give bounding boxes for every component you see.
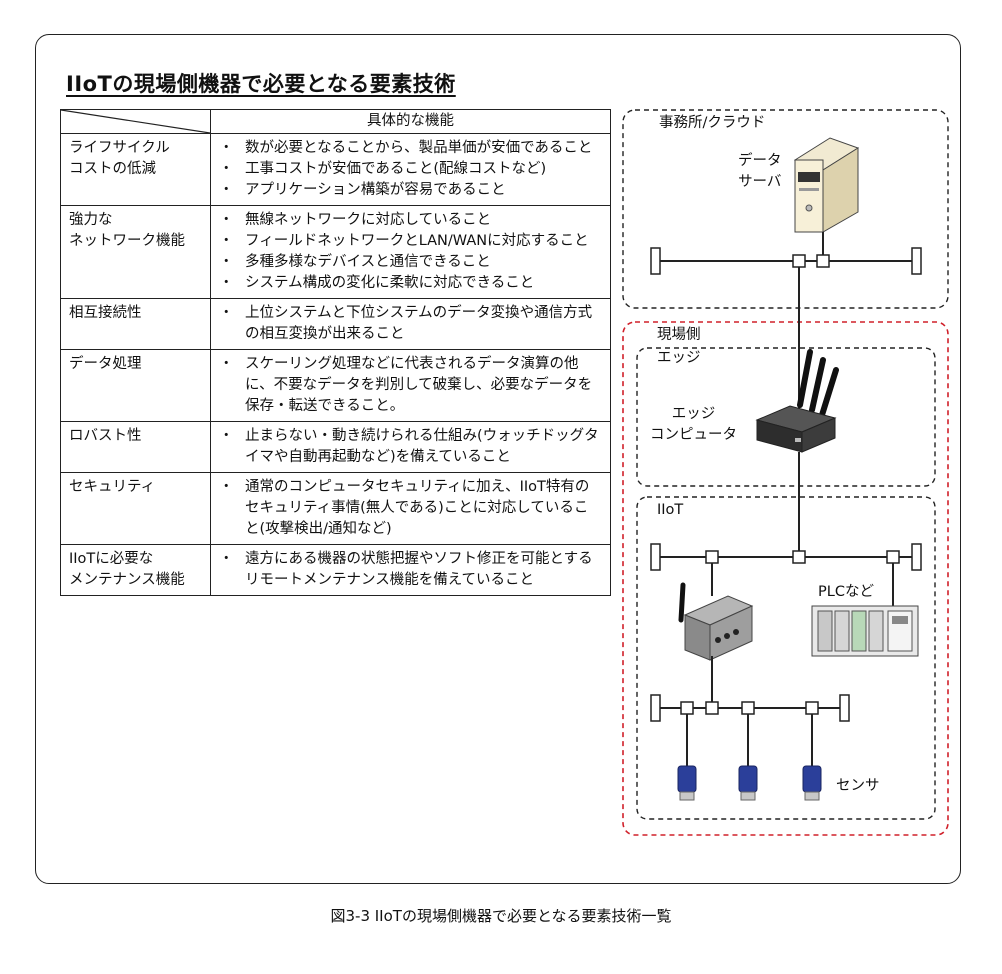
feature-item: 上位システムと下位システムのデータ変換や通信方式の相互変換が出来ること [219,303,600,345]
category-label: IIoTに必要な [69,551,154,567]
feature-cell: 上位システムと下位システムのデータ変換や通信方式の相互変換が出来ること [210,298,611,350]
category-label: ネットワーク機能 [69,233,185,249]
feature-cell: 数が必要となることから、製品単価が安価であること工事コストが安価であること(配線… [210,133,611,206]
category-cell: データ処理 [60,349,211,422]
sensor-icon [738,765,758,801]
header-blank-cell [60,109,211,134]
feature-cell: 無線ネットワークに対応していることフィールドネットワークとLAN/WANに対応す… [210,205,611,299]
category-label: コストの低減 [69,161,156,177]
feature-cell: 遠方にある機器の状態把握やソフト修正を可能とするリモートメンテナンス機能を備えて… [210,544,611,596]
feature-item: 止まらない・動き続けられる仕組み(ウォッチドッグタイマや自動再起動など)を備えて… [219,426,600,468]
edge-computer-label: エッジ コンピュータ [650,406,737,443]
feature-list: スケーリング処理などに代表されるデータ演算の他に、不要なデータを判別して破棄し、… [211,350,610,421]
field-label: 現場側 [657,327,701,343]
sensor-icon [802,765,822,801]
category-label: ライフサイクル [69,140,170,156]
iiot-gateway-icon [678,582,754,661]
feature-cell: 通常のコンピュータセキュリティに加え、IIoT特有のセキュリティ事情(無人である… [210,472,611,545]
category-label: セキュリティ [69,479,156,495]
category-label: 強力な [69,212,113,228]
iiot-zone [636,496,936,820]
feature-list: 上位システムと下位システムのデータ変換や通信方式の相互変換が出来ること [211,299,610,349]
iiot-label: IIoT [657,502,684,518]
sensor-icon [677,765,697,801]
diagonal-line [61,110,210,133]
category-label: データ処理 [69,356,142,372]
table-row: 強力なネットワーク機能無線ネットワークに対応していることフィールドネットワークと… [60,205,611,299]
feature-cell: スケーリング処理などに代表されるデータ演算の他に、不要なデータを判別して破棄し、… [210,349,611,422]
sensor-label: センサ [836,778,880,794]
edge-zone [636,347,936,487]
feature-list: 無線ネットワークに対応していることフィールドネットワークとLAN/WANに対応す… [211,206,610,298]
edge-computer-icon [755,349,839,453]
feature-item: フィールドネットワークとLAN/WANに対応すること [219,231,600,252]
figure-caption: 図3-3 IIoTの現場側機器で必要となる要素技術一覧 [330,907,672,925]
feature-item: 数が必要となることから、製品単価が安価であること [219,138,600,159]
category-cell: ライフサイクルコストの低減 [60,133,211,206]
feature-item: 工事コストが安価であること(配線コストなど) [219,159,600,180]
field-zone [622,321,949,836]
feature-item: システム構成の変化に柔軟に対応できること [219,273,600,294]
table-row: IIoTに必要なメンテナンス機能遠方にある機器の状態把握やソフト修正を可能とする… [60,544,611,596]
server-label: データ サーバ [738,153,782,190]
feature-item: 無線ネットワークに対応していること [219,210,600,231]
category-cell: 強力なネットワーク機能 [60,205,211,299]
table-row: 相互接続性 上位システムと下位システムのデータ変換や通信方式の相互変換が出来ること [60,298,611,350]
feature-item: スケーリング処理などに代表されるデータ演算の他に、不要なデータを判別して破棄し、… [219,354,600,417]
office-zone [622,109,949,309]
feature-item: 遠方にある機器の状態把握やソフト修正を可能とするリモートメンテナンス機能を備えて… [219,549,600,591]
table-row: ロバスト性 止まらない・動き続けられる仕組み(ウォッチドッグタイマや自動再起動など… [60,421,611,473]
header-label: 具体的な機能 [210,109,611,134]
feature-list: 遠方にある機器の状態把握やソフト修正を可能とするリモートメンテナンス機能を備えて… [211,545,610,595]
plc-icon [811,605,919,657]
feature-item: 通常のコンピュータセキュリティに加え、IIoT特有のセキュリティ事情(無人である… [219,477,600,540]
category-label: メンテナンス機能 [69,572,185,588]
server-icon [793,137,860,233]
category-cell: ロバスト性 [60,421,211,473]
table-row: ライフサイクルコストの低減数が必要となることから、製品単価が安価であること工事コ… [60,133,611,206]
table-row: セキュリティ 通常のコンピュータセキュリティに加え、IIoT特有のセキュリティ事情… [60,472,611,545]
table-row: データ処理 スケーリング処理などに代表されるデータ演算の他に、不要なデータを判別し… [60,349,611,422]
office-label: 事務所/クラウド [659,115,766,131]
feature-list: 通常のコンピュータセキュリティに加え、IIoT特有のセキュリティ事情(無人である… [211,473,610,544]
category-label: 相互接続性 [69,305,142,321]
feature-cell: 止まらない・動き続けられる仕組み(ウォッチドッグタイマや自動再起動など)を備えて… [210,421,611,473]
edge-label: エッジ [657,350,701,366]
requirements-table: 具体的な機能 ライフサイクルコストの低減数が必要となることから、製品単価が安価で… [60,109,611,596]
table-header-row: 具体的な機能 [60,109,611,134]
category-cell: IIoTに必要なメンテナンス機能 [60,544,211,596]
category-cell: セキュリティ [60,472,211,545]
category-label: ロバスト性 [69,428,142,444]
feature-list: 数が必要となることから、製品単価が安価であること工事コストが安価であること(配線… [211,134,610,205]
outer-frame [35,34,961,884]
feature-item: 多種多様なデバイスと通信できること [219,252,600,273]
page-title: IIoTの現場側機器で必要となる要素技術 [66,72,456,96]
category-cell: 相互接続性 [60,298,211,350]
feature-list: 止まらない・動き続けられる仕組み(ウォッチドッグタイマや自動再起動など)を備えて… [211,422,610,472]
plc-label: PLCなど [818,584,874,600]
feature-item: アプリケーション構築が容易であること [219,180,600,201]
table-body: ライフサイクルコストの低減数が必要となることから、製品単価が安価であること工事コ… [60,133,611,596]
